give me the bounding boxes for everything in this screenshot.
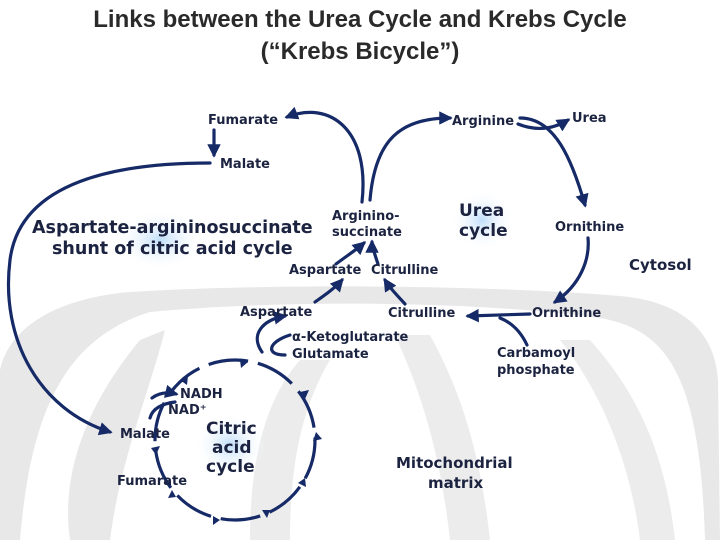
argininosuccinate-label-line2: succinate [332,225,402,240]
glutamate-label: Glutamate [292,347,369,362]
title-line-1: Links between the Urea Cycle and Krebs C… [93,6,627,33]
transamination-arrow [270,333,292,357]
mitochondrial-matrix-label-line2: matrix [428,474,483,492]
argininosuccinate-to-fumarate-arrow [284,106,365,204]
ornithine-cytosol-label: Ornithine [555,220,624,235]
mitochondrion-outline [0,286,720,540]
nadh-label: NADH [180,387,223,402]
mitochondrial-matrix-label-line1: Mitochondrial [396,454,513,472]
citric-cycle-arrowheads [151,360,322,525]
aspartate-to-argininosuccinate-arrow [334,241,367,266]
arginine-label: Arginine [452,114,514,129]
argininosuccinate-to-arginine-arrow [368,111,453,202]
diagram-title: Links between the Urea Cycle and Krebs C… [0,4,720,68]
nadh-arrow [150,384,179,400]
urea-cycle-label-line2: cycle [459,221,508,241]
ornithine-matrix-label: Ornithine [532,306,601,321]
citrulline-transport-arrow [383,277,407,306]
carbamoyl-phosphate-arrow [498,316,529,347]
citric-cycle-label-line1: Citric [206,419,257,439]
malate-bottom-label: Malate [120,427,170,442]
shunt-label-line1: Aspartate-argininosuccinate [32,218,313,238]
oxaloacetate-to-aspartate-arrow [255,311,288,354]
citric-cycle-label-line3: cycle [206,457,255,477]
citrulline-matrix-label: Citrulline [388,306,456,321]
aspartate-matrix-label: Aspartate [240,305,312,320]
citric-cycle-highlight [194,413,266,477]
argininosuccinate-label-line1: Arginino- [332,209,400,224]
shunt-label-line2: shunt of citric acid cycle [52,239,293,259]
title-line-2: (“Krebs Bicycle”) [260,38,460,65]
citrulline-cytosol-label: Citrulline [371,263,439,278]
ornithine-to-citrulline-arrow [465,308,532,323]
shunt-highlight [115,210,205,270]
aspartate-transport-arrow [313,277,344,304]
nad-arrow [148,400,177,420]
shunt-malate-arrow [6,161,212,436]
malate-top-label: Malate [220,157,270,172]
arginine-to-ornithine-arrow [518,116,589,208]
cytosol-label: Cytosol [629,256,692,274]
alpha-ketoglutarate-label: α-Ketoglutarate [292,330,409,345]
urea-label: Urea [572,111,607,126]
carbamoyl-phosphate-label-line2: phosphate [497,363,575,378]
urea-cycle-label-line1: Urea [459,201,504,221]
fumarate-top-label: Fumarate [208,113,278,128]
urea-cycle-highlight [450,190,514,250]
citrulline-to-argininosuccinate-arrow [365,239,380,266]
aspartate-cytosol-label: Aspartate [289,263,361,278]
citric-cycle-label-line2: acid [212,438,252,458]
ornithine-transport-arrow [552,236,590,304]
fumarate-bottom-label: Fumarate [117,474,187,489]
nad-label: NAD⁺ [168,403,207,418]
carbamoyl-phosphate-label-line1: Carbamoyl [497,346,575,361]
pathway-arrows [6,106,590,436]
